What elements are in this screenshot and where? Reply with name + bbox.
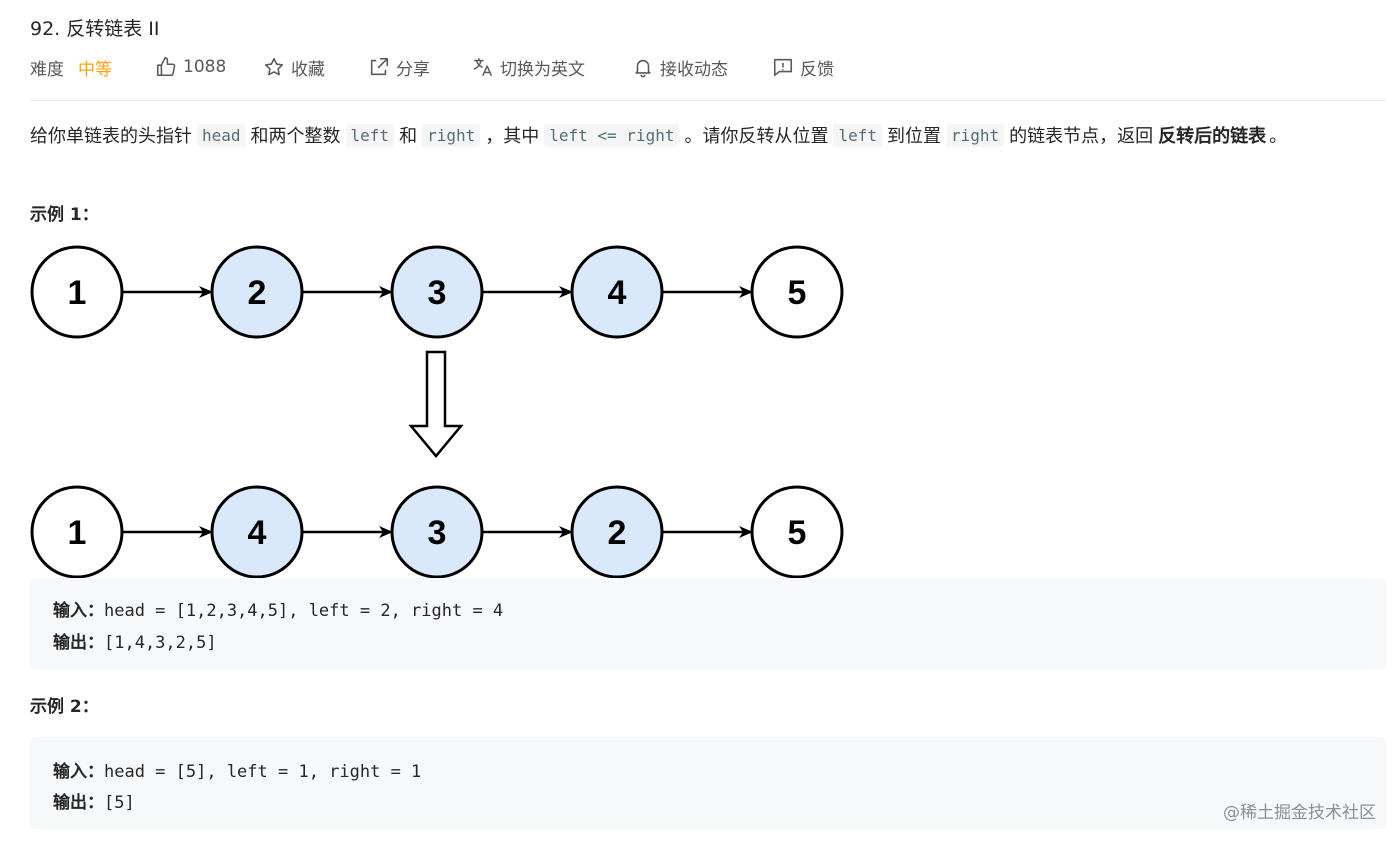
list-node: [30, 245, 124, 339]
input-label: 输入：: [53, 762, 104, 782]
node-value: 4: [248, 514, 267, 552]
list-node: [750, 245, 844, 339]
share-button[interactable]: 分享: [368, 54, 430, 80]
like-count: 1088: [183, 57, 227, 77]
inline-code: left: [345, 123, 395, 147]
inline-code: right: [422, 123, 481, 147]
linked-list-diagram: 1 2 3 4 5 1 4 3 2 5: [30, 245, 844, 579]
example-2-title: 示例 2：: [30, 697, 99, 717]
difficulty-badge: 中等: [78, 59, 112, 80]
output-value: [5]: [104, 793, 135, 813]
feedback-icon: [772, 56, 794, 78]
inline-code: left: [833, 123, 882, 147]
node-value: 2: [608, 514, 627, 552]
list-node: [570, 485, 664, 579]
input-label: 输入：: [53, 601, 104, 621]
transform-arrow: [408, 350, 464, 458]
like-button[interactable]: 1088: [155, 54, 226, 80]
node-value: 5: [788, 274, 807, 312]
output-label: 输出：: [53, 793, 104, 813]
feedback-button[interactable]: 反馈: [772, 54, 834, 80]
list-node: [210, 245, 304, 339]
list-node: [390, 245, 484, 339]
desc-bold: 反转后的链表: [1158, 126, 1267, 147]
translate-icon: [472, 56, 494, 78]
switch-language-button[interactable]: 切换为英文: [472, 54, 585, 80]
list-node: [30, 485, 124, 579]
desc-text: 。请你反转从位置: [684, 126, 829, 147]
example-2-code-block: 输入：head = [5], left = 1, right = 1 输出：[5…: [30, 737, 1386, 829]
desc-text: ，其中: [485, 126, 540, 147]
desc-text: 的链表节点，返回: [1009, 126, 1154, 147]
list-node: [570, 245, 664, 339]
switch-language-label: 切换为英文: [500, 59, 585, 80]
list-node: [750, 485, 844, 579]
node-value: 2: [248, 274, 267, 312]
example-1-title: 示例 1：: [30, 205, 99, 225]
feedback-label: 反馈: [800, 59, 834, 80]
problem-description: 给你单链表的头指针 head 和两个整数 left 和 right ，其中 le…: [30, 120, 1287, 150]
thumbs-up-icon: [155, 56, 177, 78]
watermark: @稀土掘金技术社区: [1223, 803, 1376, 823]
favorite-label: 收藏: [291, 59, 325, 80]
share-label: 分享: [396, 59, 430, 80]
output-value: [1,4,3,2,5]: [104, 633, 217, 653]
difficulty: 难度 中等: [30, 54, 112, 80]
subscribe-button[interactable]: 接收动态: [632, 54, 728, 80]
output-label: 输出：: [53, 633, 104, 653]
desc-text: 。: [1269, 126, 1288, 147]
divider: [30, 100, 1386, 101]
list-node: [390, 485, 484, 579]
desc-text: 和: [399, 126, 418, 147]
node-value: 1: [68, 274, 87, 312]
subscribe-label: 接收动态: [660, 59, 728, 80]
example-1-code-block: 输入：head = [1,2,3,4,5], left = 2, right =…: [30, 578, 1386, 670]
difficulty-label: 难度: [30, 59, 64, 80]
node-value: 5: [788, 514, 807, 552]
share-icon: [368, 56, 390, 78]
star-icon: [263, 56, 285, 78]
input-value: head = [5], left = 1, right = 1: [104, 762, 422, 782]
inline-code: right: [946, 123, 1005, 147]
node-value: 3: [428, 514, 447, 552]
desc-text: 和两个整数: [250, 126, 341, 147]
bell-icon: [632, 56, 654, 78]
desc-text: 到位置: [887, 126, 941, 147]
inline-code: left <= right: [544, 123, 680, 147]
input-value: head = [1,2,3,4,5], left = 2, right = 4: [104, 601, 504, 621]
node-value: 3: [428, 274, 447, 312]
list-node: [210, 485, 304, 579]
problem-title: 92. 反转链表 II: [30, 18, 160, 40]
favorite-button[interactable]: 收藏: [263, 54, 325, 80]
desc-text: 给你单链表的头指针: [30, 126, 192, 147]
node-value: 4: [608, 274, 627, 312]
node-value: 1: [68, 514, 87, 552]
inline-code: head: [197, 123, 246, 147]
